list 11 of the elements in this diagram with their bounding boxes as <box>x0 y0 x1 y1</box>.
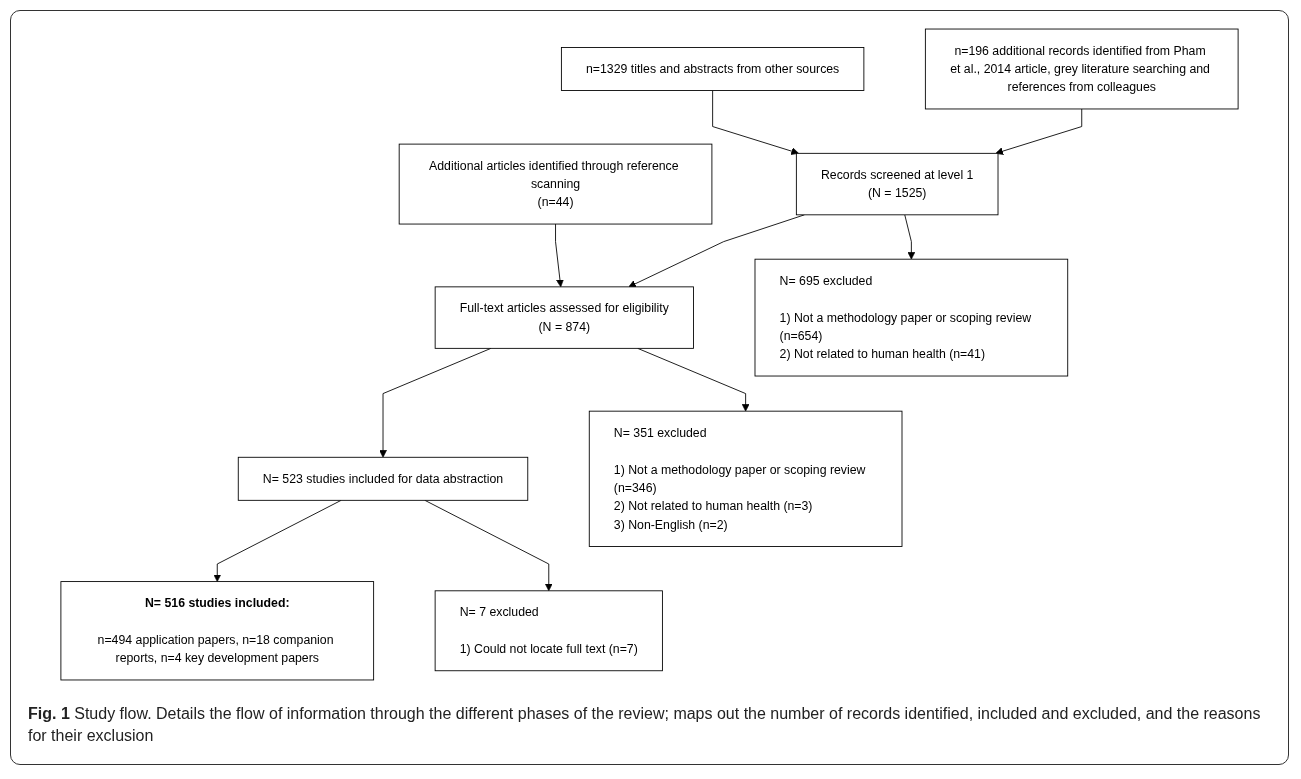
figure-caption: Fig. 1 Study flow. Details the flow of information through the different phases of the review; maps out the number of records identified, included and excluded, and the reasons for their exclusion <box>28 704 1262 746</box>
node-box: Records screened at level 1 (N = 1525) <box>795 152 999 216</box>
node-box: Full-text articles assessed for eligibility (N = 874) <box>434 286 694 349</box>
node-box: N= 695 excluded 1) Not a methodology paper or scoping review (n=654) 2) Not related to human health (n=41) <box>754 258 1069 377</box>
node-box: N= 523 studies included for data abstraction <box>237 456 529 501</box>
node-box: N= 351 excluded 1) Not a methodology paper or scoping review (n=346) 2) Not related to human health (n=3) 3) Non-English (n=2) <box>588 410 903 547</box>
node-box: N= 516 studies included: n=494 application papers, n=18 companion reports, n=4 key development papers <box>60 581 375 681</box>
node-box: Additional articles identified through reference scanning (n=44) <box>398 143 713 225</box>
node-box: n=196 additional records identified from Pham et al., 2014 article, grey literature searching and references from colleagues <box>924 28 1239 110</box>
node-box: n=1329 titles and abstracts from other sources <box>560 47 865 91</box>
node-box: N= 7 excluded 1) Could not locate full text (n=7) <box>434 590 663 672</box>
